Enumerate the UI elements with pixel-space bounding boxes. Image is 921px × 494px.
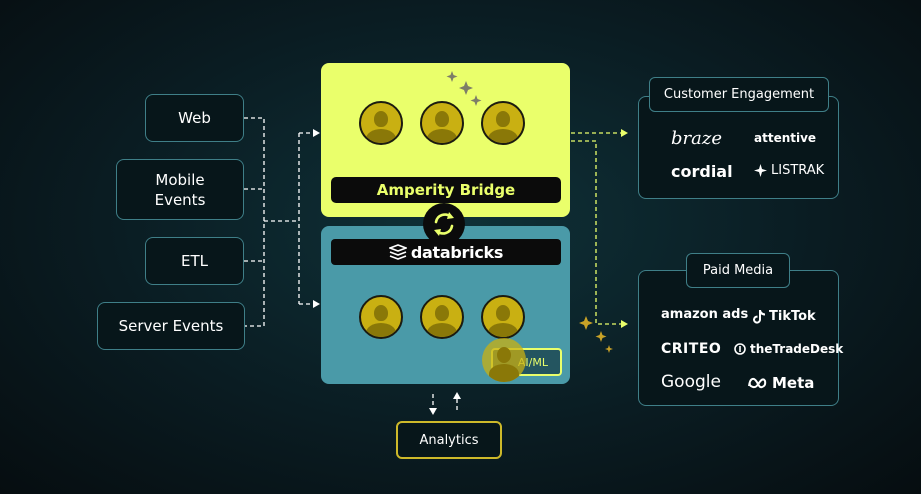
sparkle-icons [579,316,613,353]
customer-avatar-icon [359,295,403,339]
brand-amazon-ads: amazon ads [661,307,748,322]
brand-cordial: cordial [671,162,733,181]
brand-meta-text: Meta [772,374,815,392]
customer-engagement-title: Customer Engagement [649,77,829,112]
source-etl: ETL [145,237,244,285]
customer-avatar-icon [481,295,525,339]
brand-braze: braze [671,128,722,149]
brand-listrak: LISTRAK [754,163,824,178]
listrak-logo-icon [754,164,767,177]
sync-arrows-icon [434,212,454,236]
source-web-label: Web [178,109,211,127]
brand-tiktok-text: TikTok [769,309,816,324]
amperity-bridge-label: Amperity Bridge [331,177,561,203]
brand-thetradedesk: theTradeDesk [734,342,843,356]
source-server-events: Server Events [97,302,245,350]
meta-logo-icon [748,377,767,389]
brand-meta: Meta [748,374,814,392]
brand-thetradedesk-text: theTradeDesk [750,342,844,356]
paid-media-panel [638,270,839,406]
brand-braze-text: braze [671,128,722,149]
brand-attentive: attentive [754,131,816,145]
analytics-box: Analytics [396,421,502,459]
aiml-avatar-icon [482,338,526,382]
customer-avatar-icon [481,101,525,145]
customer-engagement-panel [638,96,839,199]
brand-google: Google [661,372,721,392]
brand-amazon-ads-text: amazon ads [661,307,749,322]
source-server-label: Server Events [118,317,224,335]
customer-avatar-icon [420,295,464,339]
source-mobile-line1: Mobile [155,170,205,189]
source-web: Web [145,94,244,142]
brand-listrak-text: LISTRAK [771,163,825,178]
paid-media-title: Paid Media [686,253,790,288]
tiktok-logo-icon [753,309,765,324]
customer-avatar-icon [359,101,403,145]
source-etl-label: ETL [181,252,208,270]
sync-icon [423,203,465,245]
tradedesk-logo-icon [734,343,746,355]
brand-criteo-text: CRITEO [661,341,722,357]
brand-google-text: Google [661,372,721,392]
databricks-logo-icon [388,244,407,260]
customer-avatar-icon [420,101,464,145]
brand-tiktok: TikTok [753,309,816,324]
customer-engagement-title-text: Customer Engagement [663,87,815,102]
sparkle-icon [446,71,482,106]
brand-criteo: CRITEO [661,341,721,357]
paid-media-title-text: Paid Media [702,263,774,278]
source-mobile-line2: Events [154,190,206,209]
databricks-label: databricks [410,242,504,262]
brand-attentive-text: attentive [754,131,817,145]
brand-cordial-text: cordial [671,162,733,181]
source-mobile-events: Mobile Events [116,159,244,220]
analytics-label: Analytics [419,432,479,448]
